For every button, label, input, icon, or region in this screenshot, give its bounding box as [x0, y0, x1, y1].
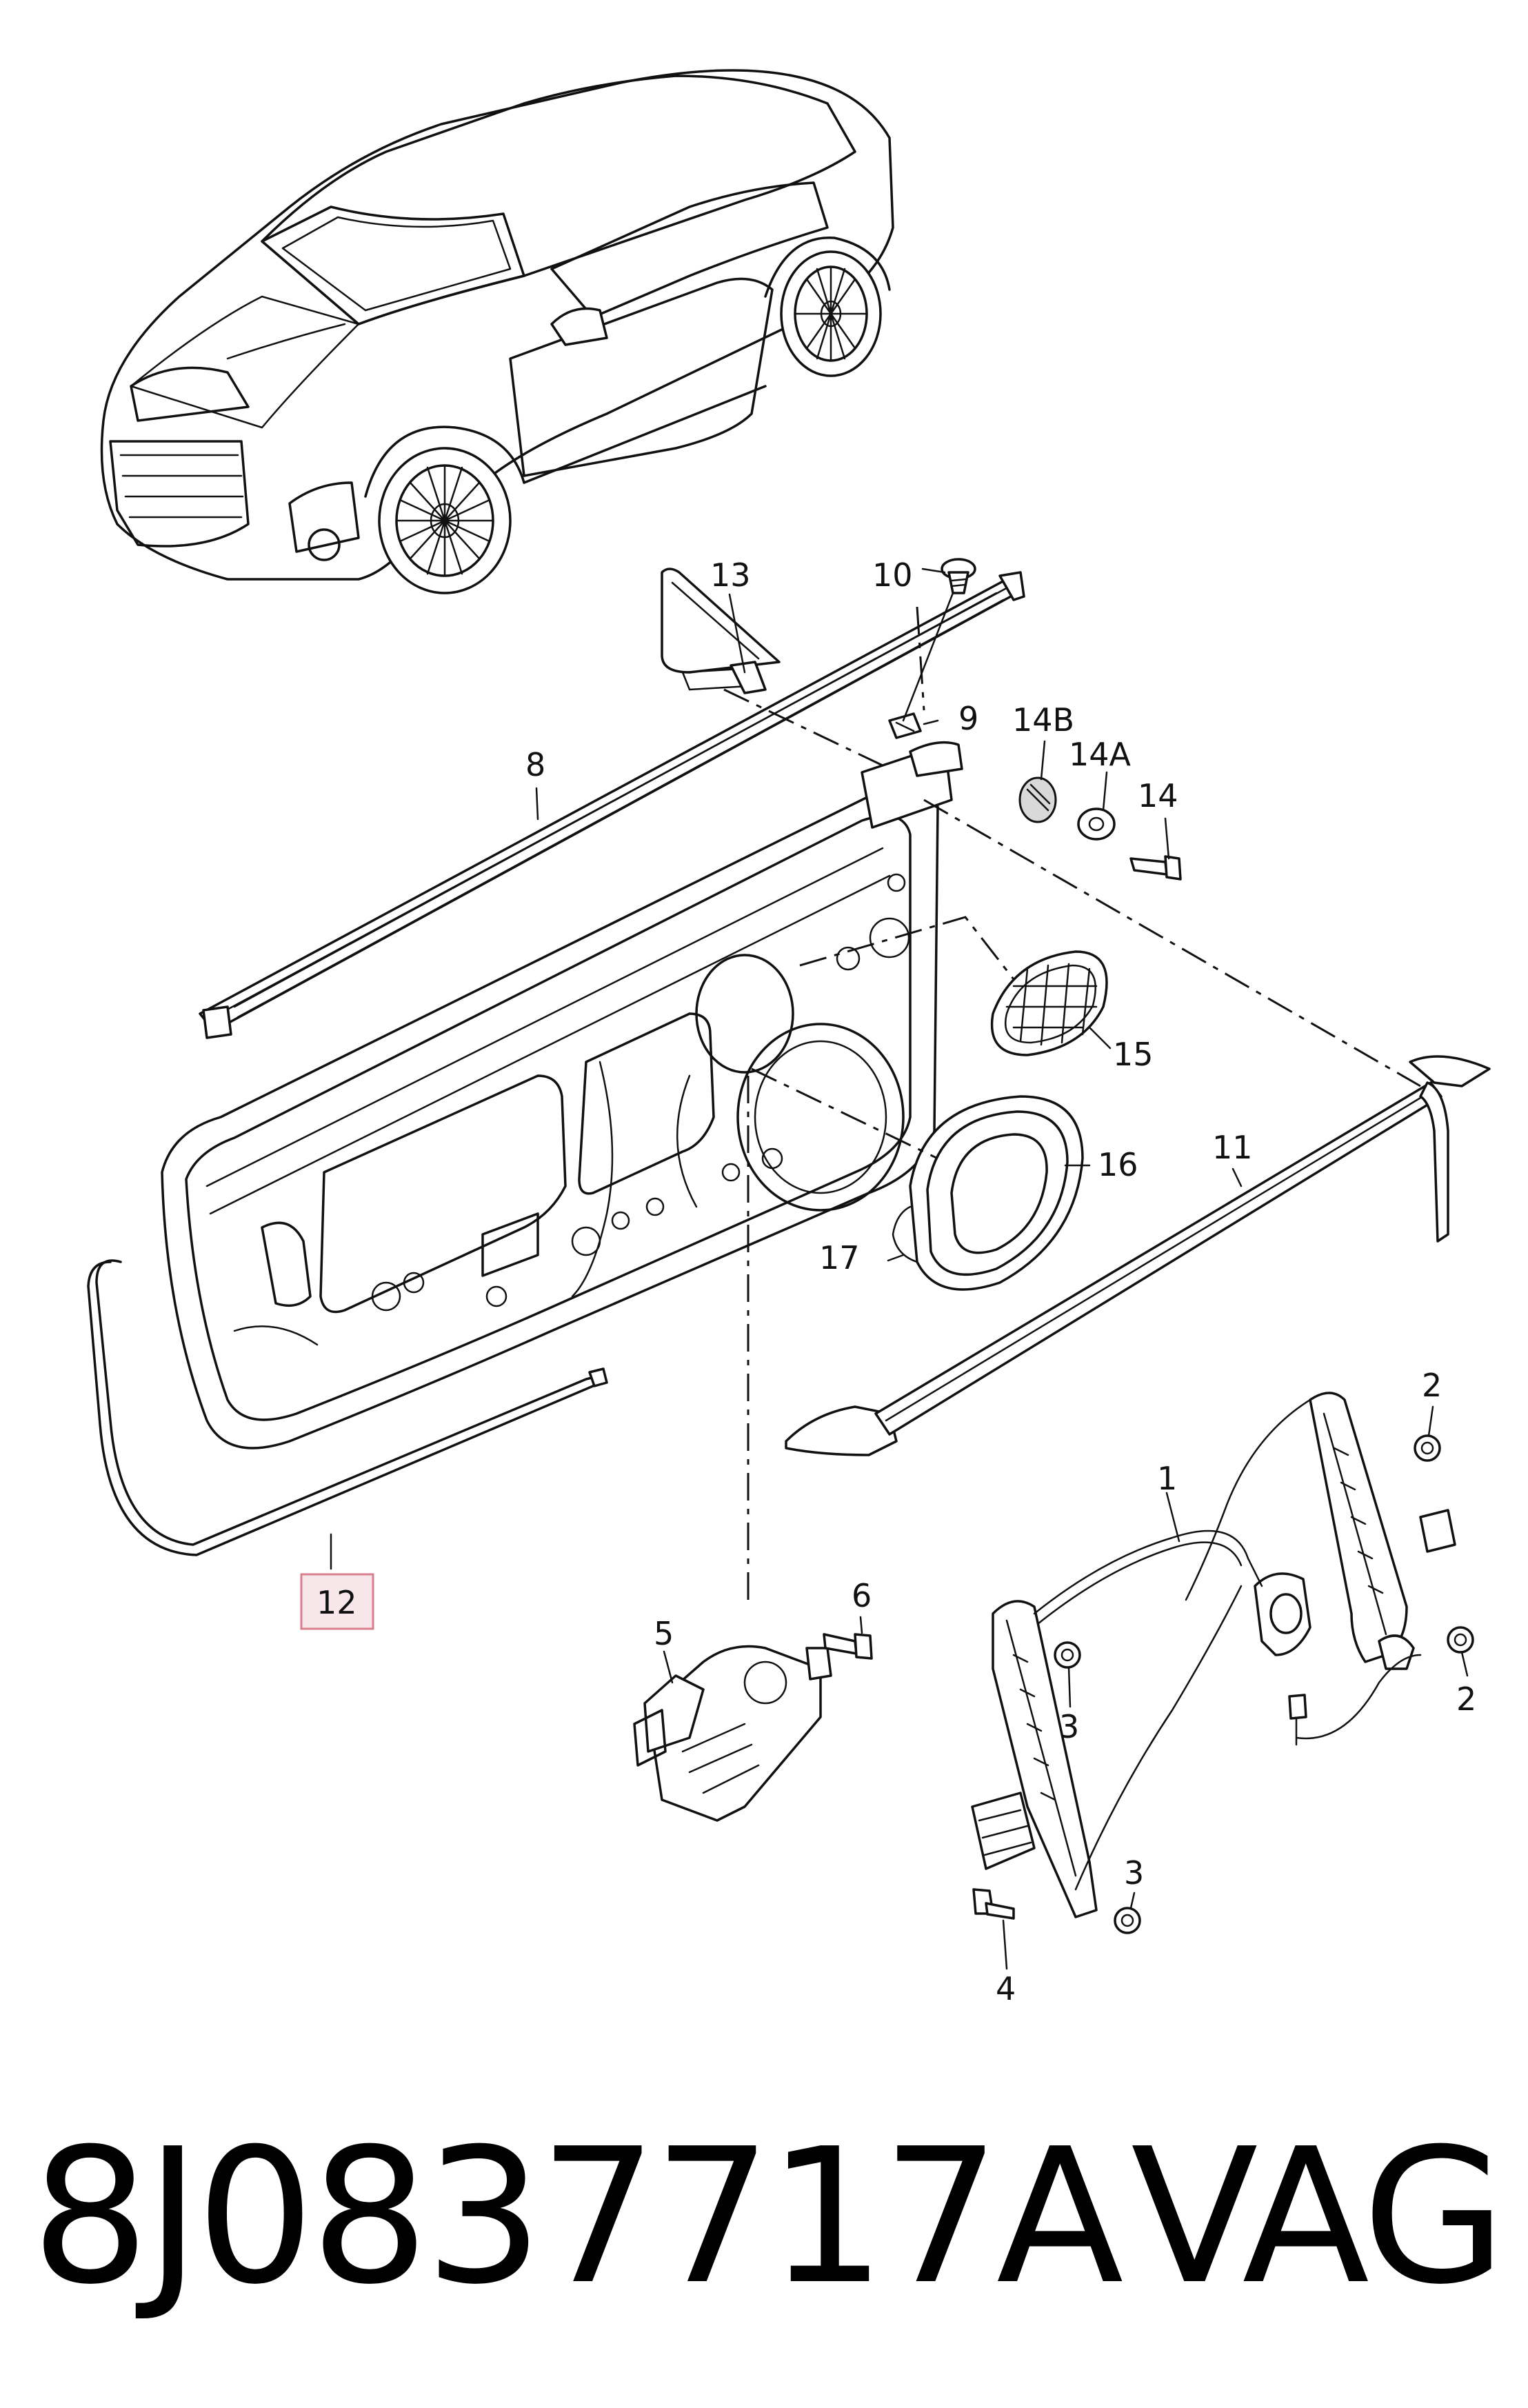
- part-5-window-motor: [633, 1645, 832, 1822]
- part-2-nut-bottom-icon: [1447, 1626, 1474, 1654]
- callout-4: 4: [996, 1970, 1016, 2007]
- highlight-box: [300, 1573, 374, 1630]
- part-3-nut-mid-icon: [1054, 1641, 1081, 1669]
- callout-14b: 14B: [1012, 701, 1074, 739]
- part-10-screw-icon: [941, 558, 976, 594]
- callout-10: 10: [872, 556, 913, 594]
- callout-3-mid: 3: [1059, 1708, 1079, 1745]
- rear-wheel-icon: [780, 250, 882, 377]
- callout-labels: 13 10 9 14B 14A 14 8 15 16 11 17 2 1 12 …: [316, 556, 1476, 2007]
- callout-6: 6: [852, 1577, 872, 1614]
- front-wheel-icon: [378, 447, 512, 594]
- part-4-bolt-icon: [972, 1888, 1015, 1920]
- callout-8: 8: [525, 746, 545, 783]
- part-3-nut-bottom-icon: [1114, 1907, 1141, 1934]
- callout-3-bottom: 3: [1124, 1854, 1144, 1892]
- brand-name: VAG: [1131, 2108, 1507, 2325]
- callout-2-top: 2: [1422, 1367, 1442, 1404]
- callout-15: 15: [1113, 1036, 1154, 1073]
- part-1-window-regulator: [971, 1392, 1456, 1918]
- part-16-17-speaker-seal: [892, 1095, 1084, 1291]
- part-6-screw-icon: [823, 1633, 873, 1660]
- part-15-cover-plate: [990, 950, 1108, 1056]
- leader-lines: [330, 568, 1469, 1970]
- part-12-door-seal: [87, 1259, 608, 1556]
- part-8-window-channel: [199, 571, 1025, 1039]
- part-number: 8J0837717A: [31, 2108, 1124, 2325]
- part-13-mirror-cover: [661, 568, 781, 694]
- part-14b-plug-icon: [1018, 776, 1057, 823]
- callout-9: 9: [958, 700, 978, 737]
- door-inner-panel: [161, 741, 963, 1449]
- callout-17: 17: [819, 1239, 860, 1276]
- callout-5: 5: [654, 1615, 674, 1652]
- callout-14a: 14A: [1069, 736, 1132, 773]
- part-14-bolt-icon: [1129, 855, 1182, 881]
- callout-14: 14: [1138, 777, 1178, 814]
- callout-16: 16: [1098, 1146, 1138, 1183]
- callout-1: 1: [1157, 1460, 1177, 1497]
- part-2-nut-top-icon: [1414, 1434, 1441, 1462]
- part-11-outer-strip: [785, 1055, 1491, 1456]
- car-illustration: [100, 69, 894, 594]
- callout-2-bottom: 2: [1456, 1680, 1476, 1718]
- callout-13: 13: [710, 556, 751, 594]
- part-14a-washer-icon: [1077, 807, 1116, 841]
- callout-11: 11: [1212, 1129, 1253, 1166]
- dashed-reference-lines: [723, 606, 1421, 1607]
- callout-12: 12: [316, 1584, 357, 1621]
